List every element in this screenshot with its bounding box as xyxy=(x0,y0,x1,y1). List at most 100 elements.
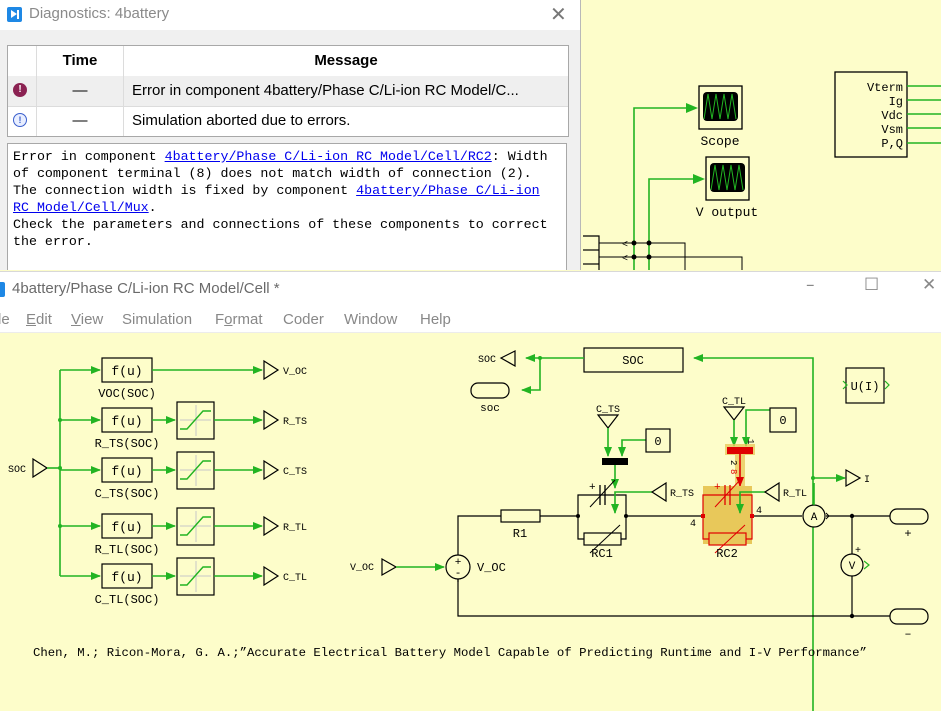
soc-goto-label: SOC xyxy=(478,355,496,366)
r-ts-from[interactable] xyxy=(650,481,667,503)
rc1-component[interactable]: + xyxy=(576,479,628,554)
detail-text: Error in component xyxy=(13,149,165,164)
app-logo-icon xyxy=(0,282,5,297)
fcn-block[interactable] xyxy=(101,563,153,589)
info-icon: ! xyxy=(13,113,27,127)
constant-zero-block-2[interactable] xyxy=(769,407,797,433)
goto-label: V_OC xyxy=(283,367,307,378)
r1-resistor[interactable] xyxy=(500,509,541,523)
rc2-label: RC2 xyxy=(716,547,738,561)
menu-file[interactable]: le xyxy=(0,311,10,328)
svg-text:+: + xyxy=(455,557,462,569)
error-icon: ! xyxy=(13,83,27,97)
constant-zero-value-2: 0 xyxy=(779,414,786,428)
menu-simulation[interactable]: Simulation xyxy=(122,311,193,328)
soc-integrator-block[interactable] xyxy=(583,347,684,373)
fcn-expression: f(u) xyxy=(111,570,142,585)
voltmeter[interactable] xyxy=(840,553,864,577)
column-header-message[interactable]: Message xyxy=(314,52,378,69)
fcn-block-name: C_TL(SOC) xyxy=(95,593,160,607)
plus-terminal-port[interactable] xyxy=(889,508,929,525)
table-row[interactable]: ! — Error in component 4battery/Phase C/… xyxy=(8,76,568,107)
v-output-label: V output xyxy=(696,205,758,220)
table-row[interactable]: ! — Simulation aborted due to errors. xyxy=(8,106,568,136)
fcn-block[interactable] xyxy=(101,457,153,483)
c-tl-from[interactable] xyxy=(722,406,746,421)
fn-row-v-oc: f(u) VOC(SOC) V_OC xyxy=(60,357,307,401)
cell-schematic-canvas[interactable]: SOC f(u)VOC(SOC)V_OCf(u)R_TS(SOC)R_TSf(u… xyxy=(0,333,941,711)
diagnostic-detail-text[interactable]: Error in component 4battery/Phase C/Li-i… xyxy=(7,143,567,270)
mux-rc1[interactable] xyxy=(602,458,628,465)
menu-format[interactable]: Format xyxy=(215,311,263,328)
soc-output-port[interactable] xyxy=(470,382,510,399)
menu-edit[interactable]: Edit xyxy=(26,311,52,328)
menu-help[interactable]: Help xyxy=(420,311,451,328)
soc-inport[interactable] xyxy=(32,457,49,479)
fcn-expression: f(u) xyxy=(111,464,142,479)
port-vsm: Vsm xyxy=(881,123,903,137)
mux-input-width-1: 1 xyxy=(745,439,755,444)
minus-terminal-port[interactable] xyxy=(889,608,929,625)
saturation-block[interactable] xyxy=(176,507,215,546)
fcn-block-name: VOC(SOC) xyxy=(98,387,156,401)
constant-zero-block[interactable] xyxy=(645,428,671,453)
goto-r-ts[interactable] xyxy=(263,409,280,431)
rc2-left-width: 4 xyxy=(690,519,696,530)
soc-goto[interactable] xyxy=(499,350,516,368)
diagnostics-titlebar[interactable]: Diagnostics: 4battery ✕ xyxy=(0,0,580,30)
fcn-expression: f(u) xyxy=(111,364,142,379)
close-icon[interactable]: ✕ xyxy=(550,2,567,26)
fn-row-c-ts: f(u)C_TS(SOC)C_TS xyxy=(60,451,307,501)
fcn-block[interactable] xyxy=(101,513,153,539)
menu-window[interactable]: Window xyxy=(344,311,398,328)
background-model-canvas[interactable]: Scope V output < < Vterm Ig Vdc Vsm P,Q xyxy=(580,0,941,270)
controlled-voltage-source[interactable]: + - xyxy=(445,554,471,580)
saturation-block[interactable] xyxy=(176,451,215,490)
cell-window-titlebar[interactable]: 4battery/Phase C/Li-ion RC Model/Cell * … xyxy=(0,271,941,306)
maximize-button[interactable]: ☐ xyxy=(864,275,880,295)
rc2-right-width: 4 xyxy=(756,506,762,517)
ui-block-label: U(I) xyxy=(851,380,880,394)
saturation-block[interactable] xyxy=(176,401,215,440)
goto-c-tl[interactable] xyxy=(263,565,280,587)
v-output-scope-block[interactable] xyxy=(705,156,750,201)
scope-block[interactable] xyxy=(698,85,743,130)
goto-r-tl[interactable] xyxy=(263,515,280,537)
soc-output-port-label: soc xyxy=(480,403,500,415)
cell-window-title: 4battery/Phase C/Li-ion RC Model/Cell * xyxy=(12,280,280,297)
goto-v-oc[interactable] xyxy=(263,359,280,381)
menu-view[interactable]: View xyxy=(71,311,104,328)
port-ig: Ig xyxy=(889,95,903,109)
column-header-icon[interactable] xyxy=(8,46,37,76)
i-goto-label: I xyxy=(864,475,870,486)
rc2-component-link[interactable]: 4battery/Phase C/Li-ion RC Model/Cell/RC… xyxy=(164,149,492,164)
rc2-component-error[interactable]: + xyxy=(701,479,754,554)
menu-coder[interactable]: Coder xyxy=(283,311,324,328)
saturation-block[interactable] xyxy=(176,557,215,596)
i-goto[interactable] xyxy=(845,468,862,488)
minimize-button[interactable]: – xyxy=(806,275,815,295)
fn-row-c-tl: f(u) C_TL(SOC) C_TL xyxy=(60,557,307,607)
constant-zero-value: 0 xyxy=(654,435,661,449)
ui-block[interactable] xyxy=(845,367,885,404)
goto-label: C_TS xyxy=(283,467,307,478)
v-oc-from[interactable] xyxy=(381,557,398,577)
detail-hint: Check the parameters and connections of … xyxy=(13,217,548,249)
goto-c-ts[interactable] xyxy=(263,459,280,481)
mux-error-highlighted[interactable] xyxy=(727,447,753,454)
close-button[interactable]: ✕ xyxy=(922,275,937,295)
fcn-block[interactable] xyxy=(101,407,153,433)
fcn-block-name: R_TS(SOC) xyxy=(95,437,160,451)
soc-block-label: SOC xyxy=(622,354,644,368)
port-vdc: Vdc xyxy=(881,109,903,123)
soc-inport-label: SOC xyxy=(8,465,26,476)
r-tl-from[interactable] xyxy=(763,481,780,503)
column-header-time[interactable]: Time xyxy=(37,46,124,76)
mux-component-link[interactable]: 4battery/Phase C/Li-ion RC Model/Cell/Mu… xyxy=(13,183,540,215)
citation-annotation: Chen, M.; Ricon-Mora, G. A.;”Accurate El… xyxy=(33,646,867,660)
c-ts-from[interactable] xyxy=(596,414,620,429)
c-tl-from-label: C_TL xyxy=(722,397,746,408)
row-message: Error in component 4battery/Phase C/Li-i… xyxy=(132,82,519,99)
r-tl-from-label: R_TL xyxy=(783,489,807,500)
goto-label: C_TL xyxy=(283,573,307,584)
